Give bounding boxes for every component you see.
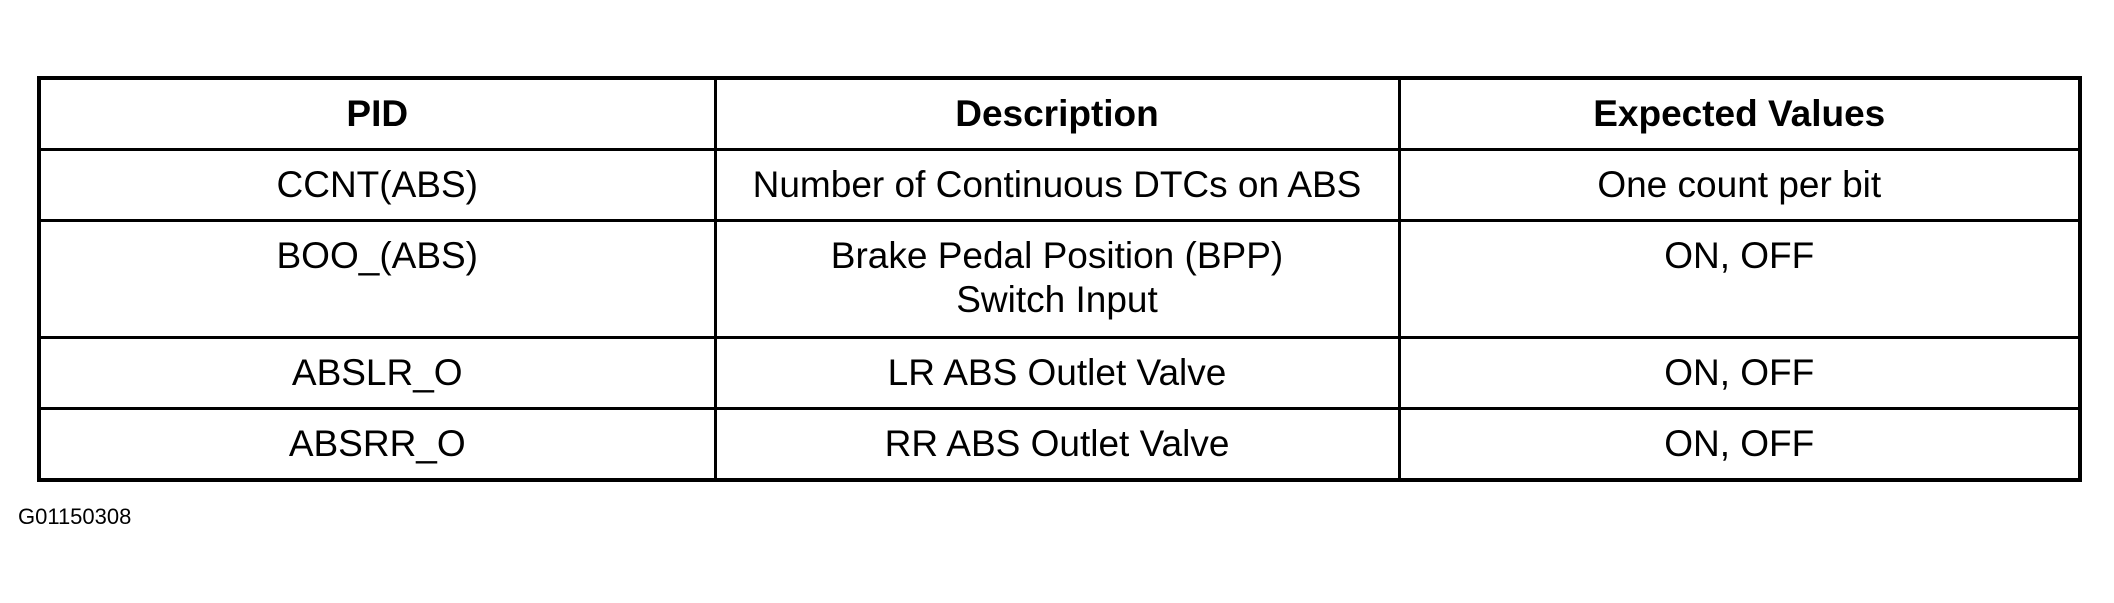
cell-description: RR ABS Outlet Valve [713,407,1401,482]
table-row: CCNT(ABS) Number of Continuous DTCs on A… [37,148,2082,222]
cell-expected-values: ON, OFF [1397,407,2082,482]
pid-table: PID Description Expected Values CCNT(ABS… [37,76,2082,482]
cell-description: Number of Continuous DTCs on ABS [713,148,1401,222]
description-line: Number of Continuous DTCs on ABS [752,164,1362,205]
cell-expected-values: One count per bit [1397,148,2082,222]
cell-expected-values: ON, OFF [1397,219,2082,339]
header-description: Description [713,76,1401,151]
cell-description: LR ABS Outlet Valve [713,336,1401,410]
description-line: RR ABS Outlet Valve [884,423,1230,464]
table-row: BOO_(ABS) Brake Pedal Position (BPP) Swi… [37,219,2082,339]
header-expected-values: Expected Values [1397,76,2082,151]
cell-pid: ABSRR_O [37,407,717,482]
cell-pid: CCNT(ABS) [37,148,717,222]
description-line: Switch Input [956,279,1158,320]
cell-pid: BOO_(ABS) [37,219,717,339]
header-pid: PID [37,76,717,151]
table-header-row: PID Description Expected Values [37,76,2082,151]
cell-description: Brake Pedal Position (BPP) Switch Input [713,219,1401,339]
table-row: ABSLR_O LR ABS Outlet Valve ON, OFF [37,336,2082,410]
figure-id: G01150308 [18,504,132,529]
description-line: LR ABS Outlet Valve [887,352,1227,393]
cell-pid: ABSLR_O [37,336,717,410]
description-line: Brake Pedal Position (BPP) [830,235,1284,276]
table-row: ABSRR_O RR ABS Outlet Valve ON, OFF [37,407,2082,482]
cell-expected-values: ON, OFF [1397,336,2082,410]
